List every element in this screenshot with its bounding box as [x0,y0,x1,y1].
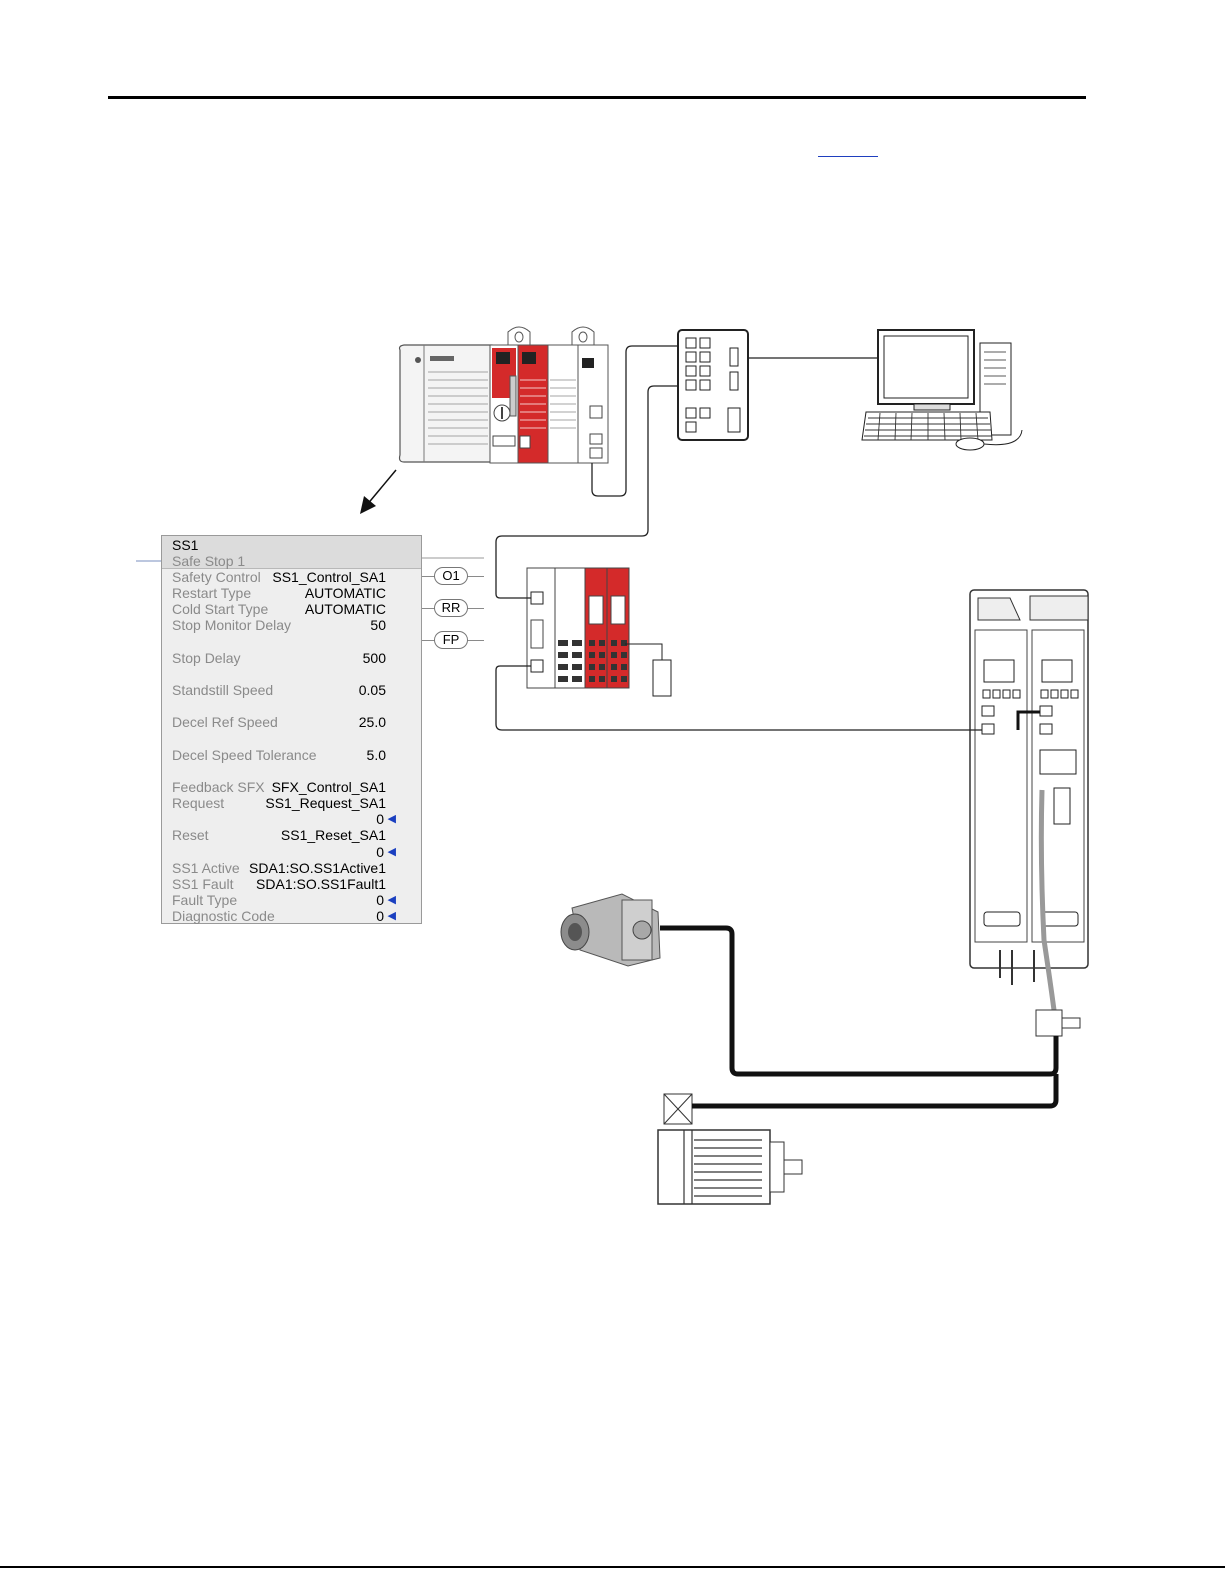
value-stop-delay[interactable]: 500 [362,650,386,666]
value-cold-start-type[interactable]: AUTOMATIC [304,601,386,617]
label-cold-start-type: Cold Start Type [172,601,269,617]
servo-drive-icon [969,589,1089,1037]
arrow-left-icon: ◀ [387,846,396,858]
ss1-block-subtitle: Safe Stop 1 [172,553,246,569]
value-decel-ref-speed[interactable]: 25.0 [358,714,386,730]
ss1-block-title: SS1 [172,537,199,553]
value-diagnostic-code: 0 [376,908,384,924]
value-feedback-sfx[interactable]: SFX_Control_SA1 [271,779,386,795]
label-stop-monitor-delay: Stop Monitor Delay [172,617,292,633]
value-standstill-speed[interactable]: 0.05 [358,682,386,698]
ethernet-switch-icon [677,329,749,441]
label-diagnostic-code: Diagnostic Code [172,908,275,924]
label-feedback-sfx: Feedback SFX [172,779,265,795]
arrow-left-icon: ◀ [387,813,396,825]
label-request: Request [172,795,225,811]
ss1-instruction-block[interactable]: SS1 Safe Stop 1 Safety Control SS1_Contr… [161,535,422,924]
label-stop-delay: Stop Delay [172,650,241,666]
label-decel-speed-tolerance: Decel Speed Tolerance [172,747,317,763]
value-request[interactable]: SS1_Request_SA1 [265,795,386,811]
ethernet-cables [495,345,982,731]
pointer-arrow [360,469,397,514]
value-ss1-active[interactable]: SDA1:SO.SS1Active1 [249,860,386,876]
value-reset-state: 0 [376,844,384,860]
header-rule [108,96,1086,99]
servo-motor-icon [657,1093,803,1205]
label-decel-ref-speed: Decel Ref Speed [172,714,278,730]
label-standstill-speed: Standstill Speed [172,682,274,698]
controller-chassis-icon [398,326,609,464]
label-reset: Reset [172,827,209,843]
value-stop-monitor-delay[interactable]: 50 [370,617,386,633]
value-restart-type[interactable]: AUTOMATIC [304,585,386,601]
footer-rule [0,1566,1225,1568]
value-decel-speed-tolerance[interactable]: 5.0 [366,747,386,763]
value-reset[interactable]: SS1_Reset_SA1 [280,827,386,843]
label-ss1-fault: SS1 Fault [172,876,234,892]
encoder-icon [560,893,661,967]
arrow-left-icon: ◀ [387,894,396,906]
output-pin-o1[interactable]: O1 [434,567,468,585]
ss1-block-header [162,536,421,569]
cross-reference-link[interactable] [818,156,878,157]
label-ss1-active: SS1 Active [172,860,240,876]
output-pin-rr[interactable]: RR [434,599,468,617]
value-ss1-fault[interactable]: SDA1:SO.SS1Fault1 [256,876,386,892]
output-pin-fp[interactable]: FP [434,631,468,649]
value-safety-control[interactable]: SS1_Control_SA1 [272,569,386,585]
io-adapter-icon [526,567,672,697]
label-fault-type: Fault Type [172,892,238,908]
value-fault-type: 0 [376,892,384,908]
workstation-pc-icon [861,329,1023,451]
label-safety-control: Safety Control [172,569,261,585]
arrow-left-icon: ◀ [387,910,396,922]
value-request-state: 0 [376,811,384,827]
label-restart-type: Restart Type [172,585,252,601]
motor-cables [660,925,1059,1109]
